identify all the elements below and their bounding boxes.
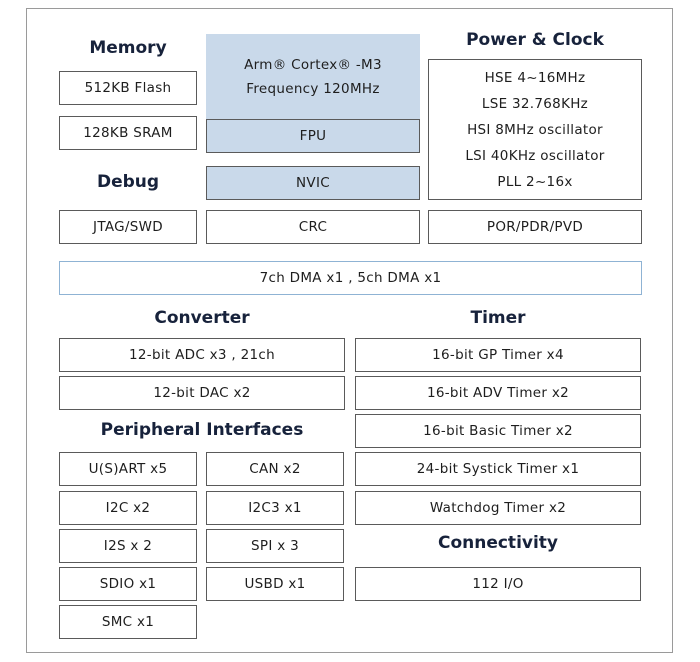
- debug-jtag-swd: JTAG/SWD: [59, 210, 197, 244]
- peripheral-sdio: SDIO x1: [59, 567, 197, 601]
- debug-heading: Debug: [96, 172, 160, 192]
- clock-hsi: HSI 8MHz oscillator: [467, 121, 603, 138]
- connectivity-heading: Connectivity: [437, 533, 559, 553]
- connectivity-io: 112 I/O: [355, 567, 641, 601]
- clock-lse: LSE 32.768KHz: [481, 95, 589, 112]
- fpu-block: FPU: [206, 119, 420, 153]
- clock-lsi: LSI 40KHz oscillator: [465, 147, 605, 164]
- timer-basic: 16-bit Basic Timer x2: [355, 414, 641, 448]
- peripheral-usbd: USBD x1: [206, 567, 344, 601]
- peripheral-i2c3: I2C3 x1: [206, 491, 344, 525]
- nvic-block: NVIC: [206, 166, 420, 200]
- peripheral-spi: SPI x 3: [206, 529, 344, 563]
- cpu-frequency: Frequency 120MHz: [246, 81, 380, 97]
- memory-heading: Memory: [89, 38, 167, 58]
- diagram-frame: [26, 8, 673, 653]
- cpu-core-name: Arm® Cortex® -M3: [244, 57, 382, 73]
- peripheral-i2c: I2C x2: [59, 491, 197, 525]
- timer-adv: 16-bit ADV Timer x2: [355, 376, 641, 410]
- timer-heading: Timer: [470, 308, 526, 328]
- power-clock-heading: Power & Clock: [466, 30, 604, 50]
- peripheral-i2s: I2S x 2: [59, 529, 197, 563]
- converter-adc: 12-bit ADC x3 , 21ch: [59, 338, 345, 372]
- converter-dac: 12-bit DAC x2: [59, 376, 345, 410]
- clock-sources-box: HSE 4~16MHz LSE 32.768KHz HSI 8MHz oscil…: [428, 59, 642, 200]
- timer-watchdog: Watchdog Timer x2: [355, 491, 641, 525]
- peripheral-heading: Peripheral Interfaces: [100, 420, 304, 440]
- peripheral-usart: U(S)ART x5: [59, 452, 197, 486]
- timer-gp: 16-bit GP Timer x4: [355, 338, 641, 372]
- memory-flash: 512KB Flash: [59, 71, 197, 105]
- peripheral-smc: SMC x1: [59, 605, 197, 639]
- cpu-core-block: Arm® Cortex® -M3 Frequency 120MHz: [206, 34, 420, 120]
- clock-pll: PLL 2~16x: [497, 173, 573, 190]
- peripheral-can: CAN x2: [206, 452, 344, 486]
- crc-block: CRC: [206, 210, 420, 244]
- converter-heading: Converter: [154, 308, 250, 328]
- dma-block: 7ch DMA x1 , 5ch DMA x1: [59, 261, 642, 295]
- clock-hse: HSE 4~16MHz: [484, 69, 586, 86]
- timer-systick: 24-bit Systick Timer x1: [355, 452, 641, 486]
- memory-sram: 128KB SRAM: [59, 116, 197, 150]
- por-pdr-pvd-block: POR/PDR/PVD: [428, 210, 642, 244]
